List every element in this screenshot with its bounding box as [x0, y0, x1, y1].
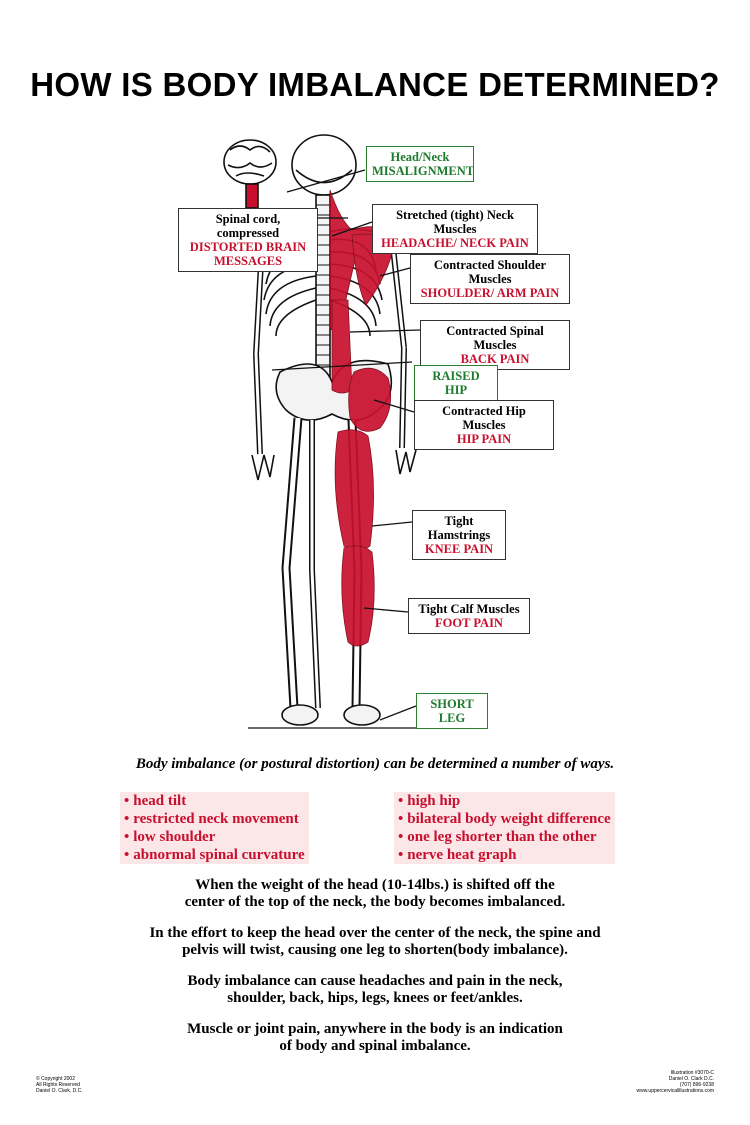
label-calf-muscles: Tight Calf Muscles FOOT PAIN: [408, 598, 530, 634]
intro-text: Body imbalance (or postural distortion) …: [135, 756, 615, 772]
label-hip-muscles: Contracted Hip Muscles HIP PAIN: [414, 400, 554, 450]
list-item: •head tilt: [120, 792, 309, 810]
copyright-footer: © Copyright 2002 All Rights Reserved Dan…: [36, 1076, 83, 1094]
paragraph-2: In the effort to keep the head over the …: [149, 925, 601, 958]
skeleton-illustration: [223, 134, 421, 729]
bullet-list-right: •high hip •bilateral body weight differe…: [394, 792, 615, 864]
illustration-credit: Illustration #3070-C Daniel O. Clark D.C…: [636, 1070, 714, 1094]
list-item: •low shoulder: [120, 828, 309, 846]
list-item: •one leg shorter than the other: [394, 828, 615, 846]
list-item: •abnormal spinal curvature: [120, 846, 309, 864]
paragraph-4: Muscle or joint pain, anywhere in the bo…: [187, 1021, 563, 1054]
label-head-neck: Head/Neck MISALIGNMENT: [366, 146, 474, 182]
brain-icon: [223, 139, 277, 209]
pointer-lines: [248, 169, 421, 729]
paragraph-1: When the weight of the head (10-14lbs.) …: [184, 877, 566, 910]
page-title: HOW IS BODY IMBALANCE DETERMINED?: [30, 66, 720, 103]
label-short-leg: SHORT LEG: [416, 693, 488, 729]
label-spinal-cord: Spinal cord, compressed DISTORTED BRAIN …: [178, 208, 318, 272]
list-item: •restricted neck movement: [120, 810, 309, 828]
arms: [251, 237, 417, 481]
label-spinal-muscles: Contracted Spinal Muscles BACK PAIN: [420, 320, 570, 370]
label-raised-hip: RAISED HIP: [414, 365, 498, 401]
muscles: [329, 189, 399, 647]
paragraph-3: Body imbalance can cause headaches and p…: [187, 973, 563, 1006]
skull: [291, 134, 357, 196]
list-item: •bilateral body weight difference: [394, 810, 615, 828]
list-item: •high hip: [394, 792, 615, 810]
bullet-list-left: •head tilt •restricted neck movement •lo…: [120, 792, 309, 864]
label-shoulder-muscles: Contracted Shoulder Muscles SHOULDER/ AR…: [410, 254, 570, 304]
label-neck-muscles: Stretched (tight) Neck Muscles HEADACHE/…: [372, 204, 538, 254]
list-item: •nerve heat graph: [394, 846, 615, 864]
label-hamstrings: Tight Hamstrings KNEE PAIN: [412, 510, 506, 560]
